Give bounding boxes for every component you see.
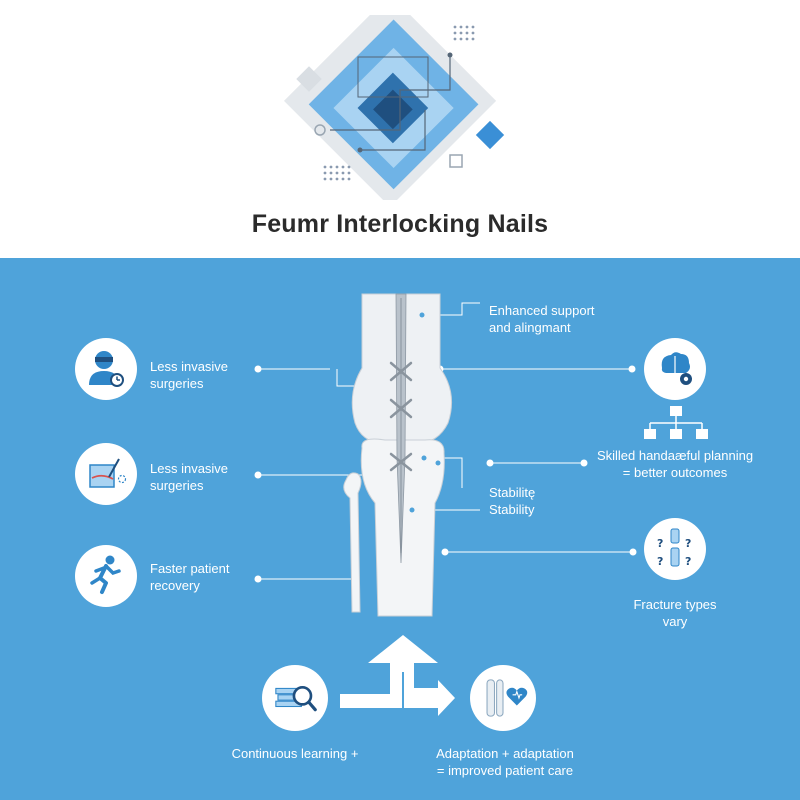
abstract-hero-graphic [283, 15, 505, 200]
svg-text:?: ? [685, 537, 691, 550]
svg-text:?: ? [685, 555, 691, 568]
page-title: Feumr Interlocking Nails [251, 210, 549, 238]
runner-icon-circle [75, 545, 137, 607]
surgeon-icon-circle [75, 338, 137, 400]
svg-text:?: ? [657, 537, 663, 550]
bone-heart-icon [486, 679, 528, 717]
surgeon-icon [89, 351, 124, 387]
bone-and-connectors [254, 293, 637, 716]
label-adaptation: Adaptation + adaptation= improved patien… [436, 746, 574, 778]
branch-arrow-icon [340, 635, 455, 716]
fracture-types-icon-circle: ? ? ? ? [644, 518, 706, 580]
header-area: Feumr Interlocking Nails [0, 0, 800, 258]
label-skilled-planning: Skilled handaæful planning= better outco… [596, 448, 754, 480]
bone-heart-icon-circle [470, 665, 536, 731]
incision-icon [89, 458, 127, 488]
incision-icon-circle [75, 443, 137, 505]
fracture-types-icon: ? ? ? ? [657, 528, 691, 568]
label-continuous-learning: Continuous learning + [231, 746, 359, 761]
brain-gear-icon-circle [644, 338, 706, 400]
svg-text:?: ? [657, 555, 663, 568]
runner-icon [90, 555, 121, 594]
flowchart-icon [644, 406, 708, 439]
learning-icon [275, 686, 317, 712]
brain-gear-icon [661, 352, 692, 385]
learning-icon-circle [262, 665, 328, 731]
